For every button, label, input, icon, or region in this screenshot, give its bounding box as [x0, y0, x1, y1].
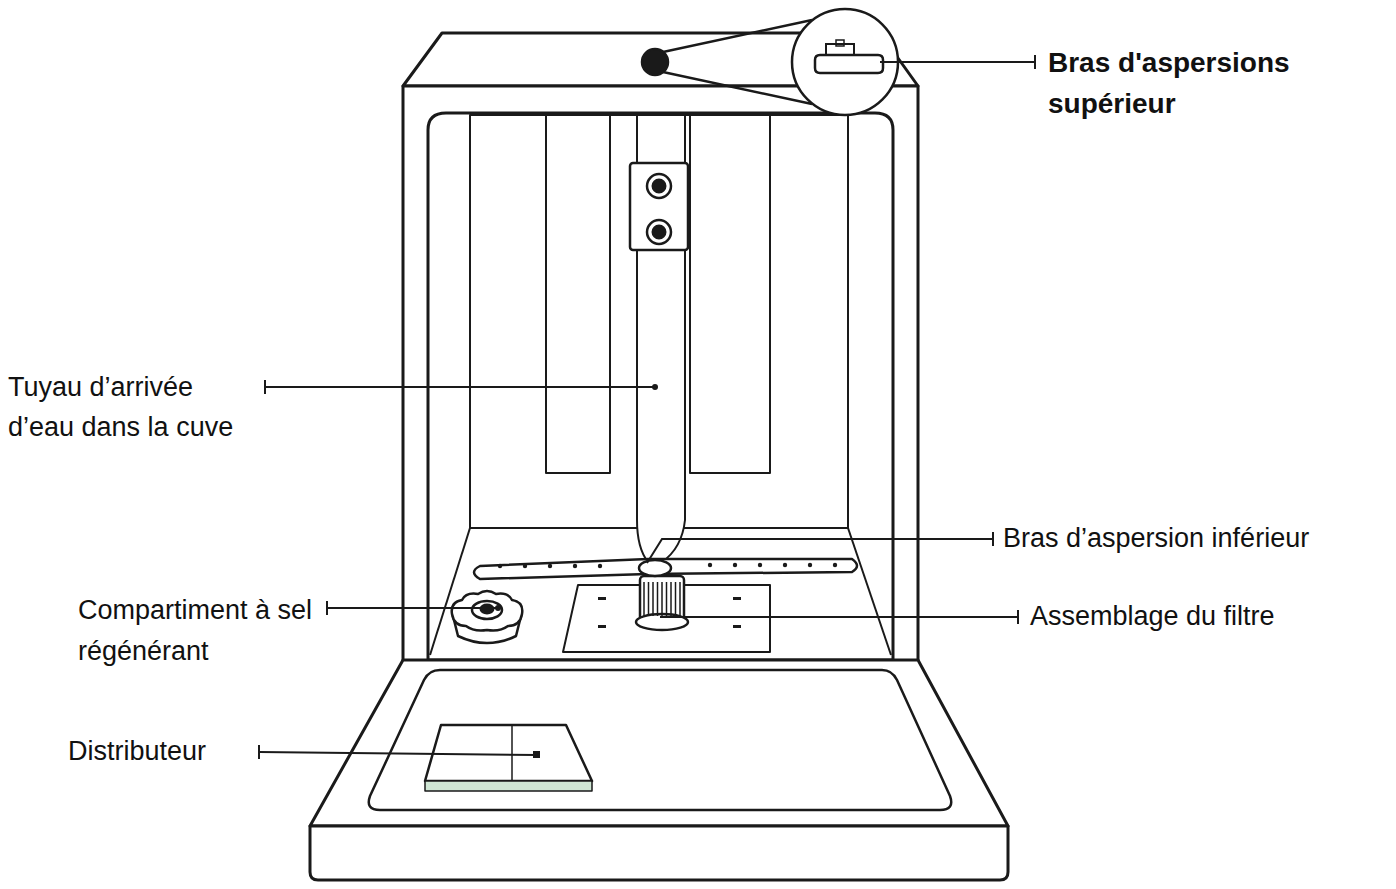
magnifier-ray [663, 20, 812, 52]
filter-rib [666, 582, 668, 616]
arm-hole [733, 563, 737, 567]
wall-rib [546, 115, 610, 473]
magnifier [642, 9, 898, 115]
nozzle [647, 174, 671, 198]
filter-rib [643, 582, 645, 616]
wall-rib [690, 115, 770, 473]
leader-line [660, 616, 1018, 618]
upper-spray-arm [815, 55, 883, 73]
part-label: Bras d’aspersion inférieur [1003, 518, 1309, 558]
part-label: Bras d'aspersions supérieur [1048, 42, 1388, 124]
filter-rib [661, 582, 663, 616]
magnifier-ray [663, 72, 812, 104]
leader-line [327, 607, 498, 609]
leader-dot [652, 384, 658, 390]
leader-tick [1017, 610, 1019, 624]
nozzle [647, 220, 671, 244]
door-inner-panel [369, 670, 952, 810]
leader-tick [992, 532, 994, 546]
filter-rib [652, 582, 654, 616]
plate-slot [733, 625, 741, 628]
dispenser-strip [425, 781, 592, 791]
filter-rib [648, 582, 650, 616]
tube-header [630, 163, 688, 250]
arm-hole [783, 563, 787, 567]
dispenser-divider [511, 725, 513, 781]
leader-dot [533, 751, 540, 758]
filter-rib [679, 582, 681, 616]
leader-lines [259, 55, 1035, 759]
plate-slot [598, 625, 606, 628]
leader-line [880, 61, 1035, 63]
arm-hole [833, 563, 837, 567]
leader-tick [264, 380, 266, 394]
arm-hole [523, 564, 527, 568]
leader-line [647, 539, 993, 563]
salt-cap [452, 591, 523, 631]
filter-rib [675, 582, 677, 616]
part-label: Distributeur [68, 731, 206, 771]
arm-hole [548, 564, 552, 568]
arm-hole [498, 564, 502, 568]
lower-spray-arm [474, 559, 857, 579]
leader-tick [326, 601, 328, 615]
part-label: Assemblage du filtre [1030, 596, 1275, 636]
filter-rib [670, 582, 672, 616]
leader-line [265, 386, 655, 388]
filter-ribs [644, 582, 680, 616]
housing [403, 86, 918, 661]
door [310, 660, 1008, 826]
part-label: Tuyau d’arrivée d’eau dans la cuve [8, 367, 251, 447]
plate-slot [598, 597, 606, 600]
plate-slot [733, 597, 741, 600]
arm-hole [808, 563, 812, 567]
nozzle [653, 180, 665, 192]
arm-hole [573, 564, 577, 568]
leader-dot [495, 605, 501, 611]
arm-hole [708, 563, 712, 567]
dispenser [425, 725, 592, 781]
leader-line [259, 752, 537, 755]
salt-cap-center [472, 601, 502, 619]
door-edge [310, 826, 1008, 880]
upper-arm-mount [836, 40, 844, 46]
leader-tick [258, 745, 260, 759]
floor-edge [848, 528, 891, 655]
leader-tick [1034, 55, 1036, 69]
arm-hub [639, 560, 671, 576]
arm-holes [498, 563, 837, 568]
nozzle [653, 226, 665, 238]
filter-rib [657, 582, 659, 616]
arm-hole [758, 563, 762, 567]
part-label: Compartiment à sel régénérant [78, 590, 326, 672]
arm-hole [598, 564, 602, 568]
